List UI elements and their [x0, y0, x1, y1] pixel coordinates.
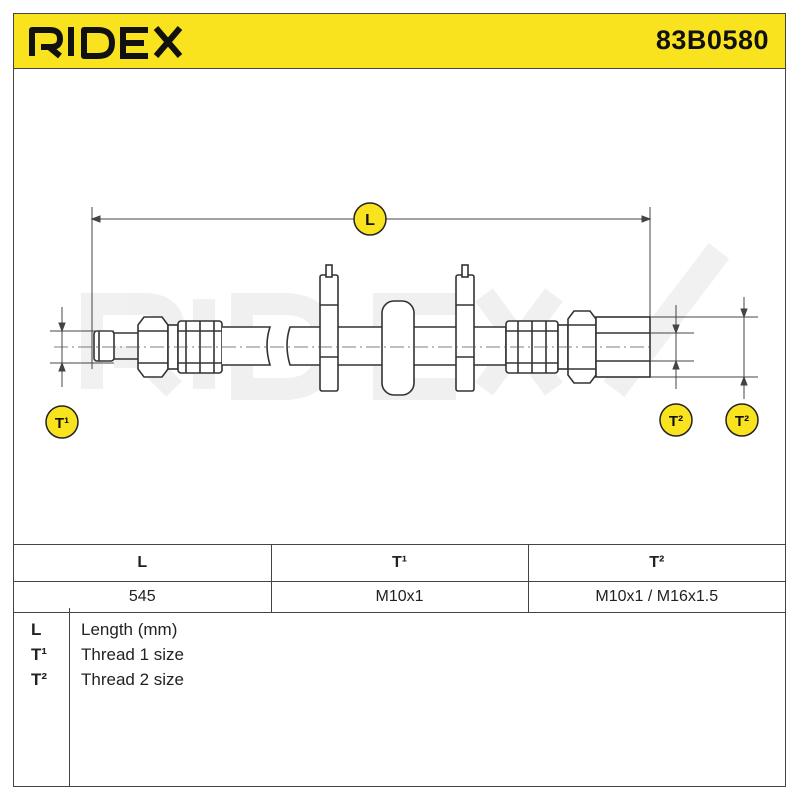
legend-item: L Length (mm): [14, 620, 785, 645]
legend-description: Length (mm): [81, 620, 178, 639]
part-number: 83B0580: [655, 25, 769, 55]
spec-header-thread2: T²: [527, 544, 785, 582]
thread1-badge: T¹: [45, 405, 79, 439]
legend-description: Thread 1 size: [81, 645, 184, 664]
product-sheet: 83B0580: [13, 13, 786, 787]
hose-body: [93, 264, 651, 396]
ridex-logo-icon: [29, 26, 183, 59]
brand-logo: [28, 20, 208, 67]
hose-drawing: L T¹ T² T²: [14, 69, 785, 544]
legend-description: Thread 2 size: [81, 670, 184, 689]
spec-table: L T¹ T² 545 M10x1 M10x1 / M16x1.5: [14, 544, 785, 613]
spec-value-thread2: M10x1 / M16x1.5: [527, 581, 785, 613]
thread2-badge-outer-label: T²: [735, 413, 749, 430]
length-badge: L: [353, 202, 387, 236]
legend: L Length (mm) T¹ Thread 1 size T² Thread…: [14, 608, 785, 786]
legend-divider: [69, 608, 70, 786]
brake-hose-diagram: L T¹ T² T²: [45, 202, 759, 439]
spec-header-length: L: [14, 544, 272, 582]
legend-key: L: [31, 620, 42, 639]
legend-item: T¹ Thread 1 size: [14, 645, 785, 670]
legend-key: T¹: [31, 645, 48, 664]
spec-header-thread1: T¹: [270, 544, 529, 582]
length-badge-label: L: [365, 212, 375, 229]
thread1-badge-label: T¹: [55, 415, 69, 432]
legend-item: T² Thread 2 size: [14, 670, 785, 695]
thread2-badge-inner: T²: [659, 403, 693, 437]
thread-dimension-lines: [50, 297, 758, 399]
header-bar: 83B0580: [14, 14, 785, 69]
spec-value-thread1: M10x1: [270, 581, 529, 613]
thread2-badge-inner-label: T²: [669, 413, 683, 430]
spec-value-length: 545: [14, 581, 272, 613]
legend-key: T²: [31, 670, 48, 689]
spec-table-value-row: 545 M10x1 M10x1 / M16x1.5: [14, 581, 785, 613]
spec-table-header-row: L T¹ T²: [14, 544, 785, 582]
thread2-badge-outer: T²: [725, 403, 759, 437]
